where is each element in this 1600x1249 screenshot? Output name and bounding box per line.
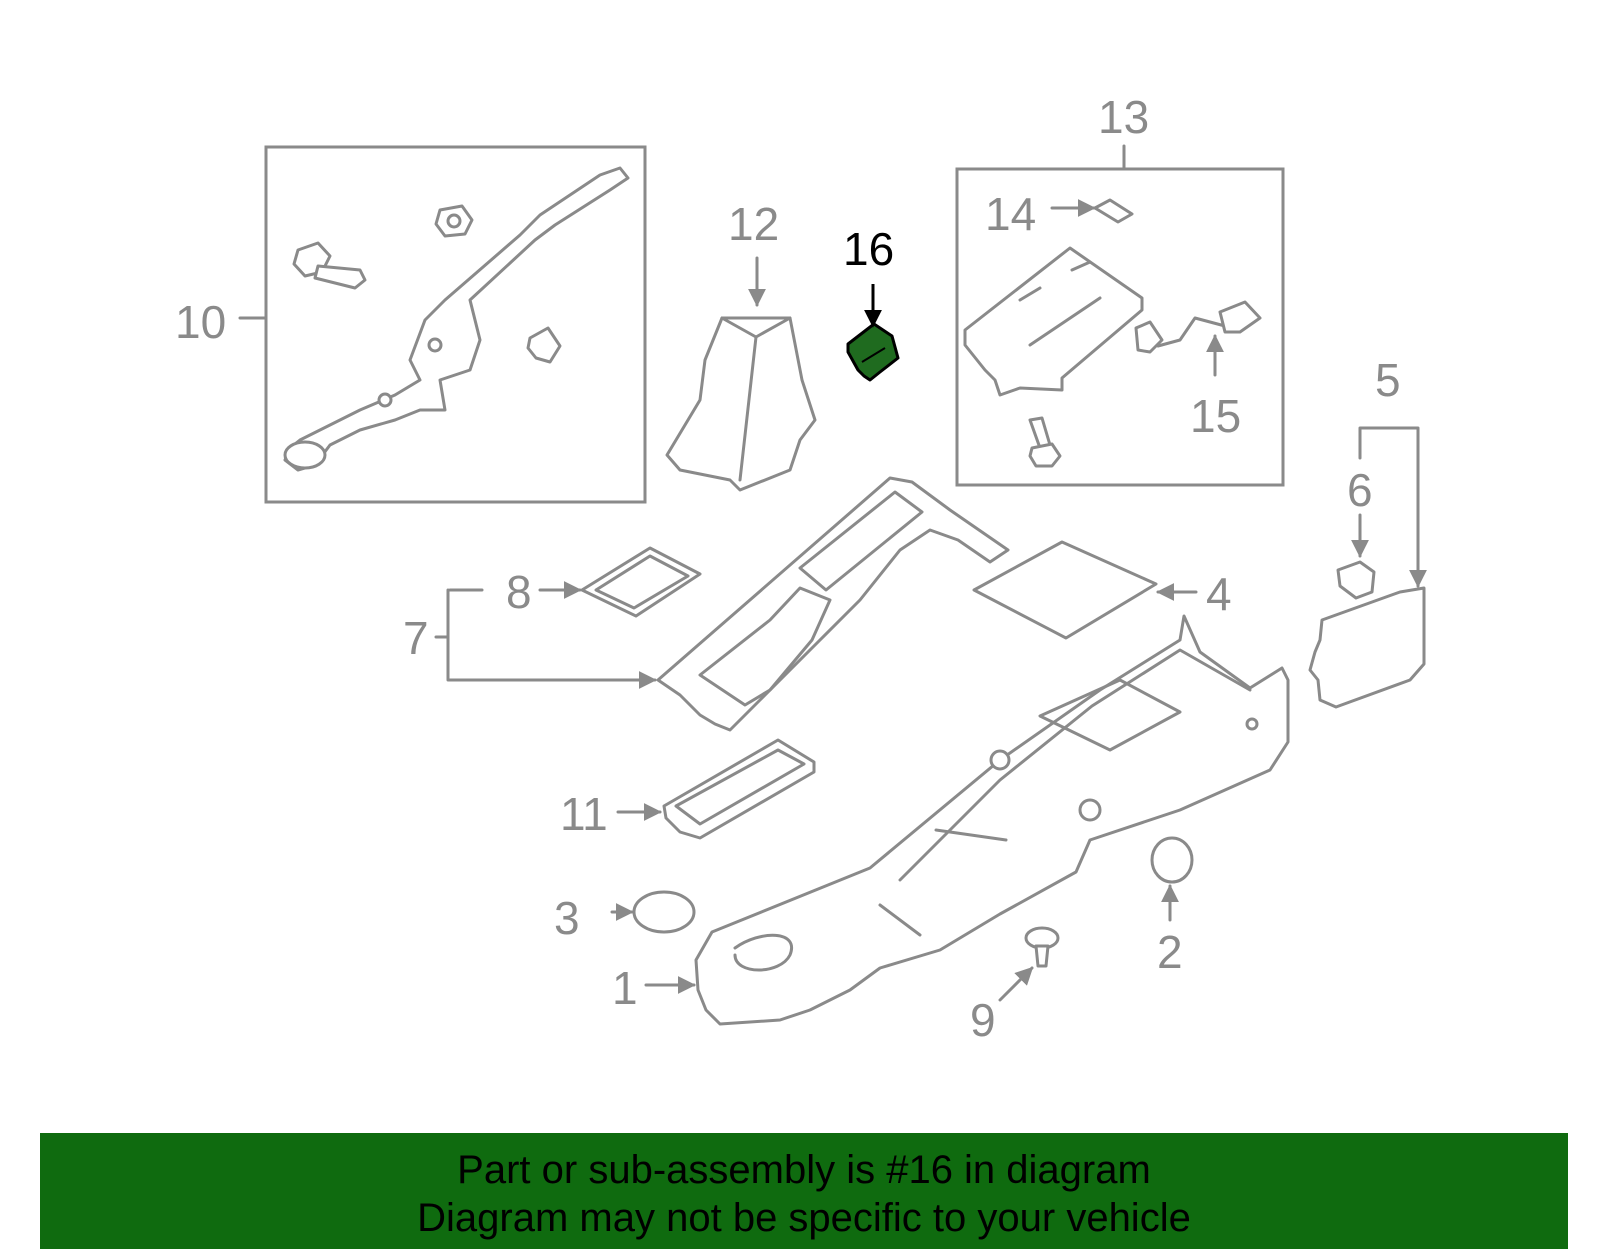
parking-brake-box (264, 145, 647, 504)
callout-8: 8 (506, 566, 532, 618)
plug-2[interactable] (1150, 836, 1194, 884)
leader-5 (1358, 426, 1427, 588)
callout-10: 10 (175, 296, 226, 348)
leader-9 (998, 966, 1034, 1002)
side-panel[interactable] (1308, 586, 1426, 709)
leader-7 (446, 588, 655, 680)
callout-6: 6 (1347, 464, 1373, 516)
callout-15: 15 (1190, 390, 1241, 442)
nut[interactable] (434, 204, 474, 238)
highlighted-part-16[interactable] (846, 322, 900, 382)
parking-brake-lever[interactable] (283, 166, 630, 472)
callout-11: 11 (560, 788, 608, 840)
callout-5: 5 (1375, 354, 1401, 406)
banner-line-2: Diagram may not be specific to your vehi… (417, 1196, 1191, 1240)
shift-boot[interactable] (665, 316, 817, 492)
callout-7: 7 (403, 612, 429, 664)
callout-3: 3 (554, 892, 580, 944)
callout-9: 9 (970, 994, 996, 1046)
console-upper-trim[interactable] (656, 476, 1010, 732)
console-lid[interactable] (972, 540, 1158, 640)
insert-14[interactable] (1093, 198, 1134, 224)
console-body[interactable] (694, 614, 1290, 1026)
callout-13: 13 (1098, 91, 1149, 143)
panel-bolt[interactable] (1028, 416, 1062, 468)
clip[interactable] (526, 326, 562, 364)
bolt[interactable] (292, 241, 367, 290)
switch-panel[interactable] (963, 246, 1144, 397)
switch-panel-box (955, 167, 1285, 487)
clip-6[interactable] (1336, 560, 1376, 600)
callout-12: 12 (728, 198, 779, 250)
banner-line-1: Part or sub-assembly is #16 in diagram (457, 1148, 1151, 1192)
callout-14: 14 (985, 188, 1036, 240)
push-clip-9[interactable] (1024, 926, 1060, 968)
callout-16: 16 (843, 223, 894, 275)
ring-3[interactable] (632, 890, 696, 934)
info-banner: Part or sub-assembly is #16 in diagram D… (40, 1133, 1568, 1249)
callout-1: 1 (612, 962, 638, 1014)
storage-tray[interactable] (662, 738, 816, 840)
wiring-harness[interactable] (1134, 300, 1262, 354)
tray-mat[interactable] (580, 546, 702, 618)
callout-2: 2 (1157, 926, 1183, 978)
callout-4: 4 (1206, 568, 1232, 620)
